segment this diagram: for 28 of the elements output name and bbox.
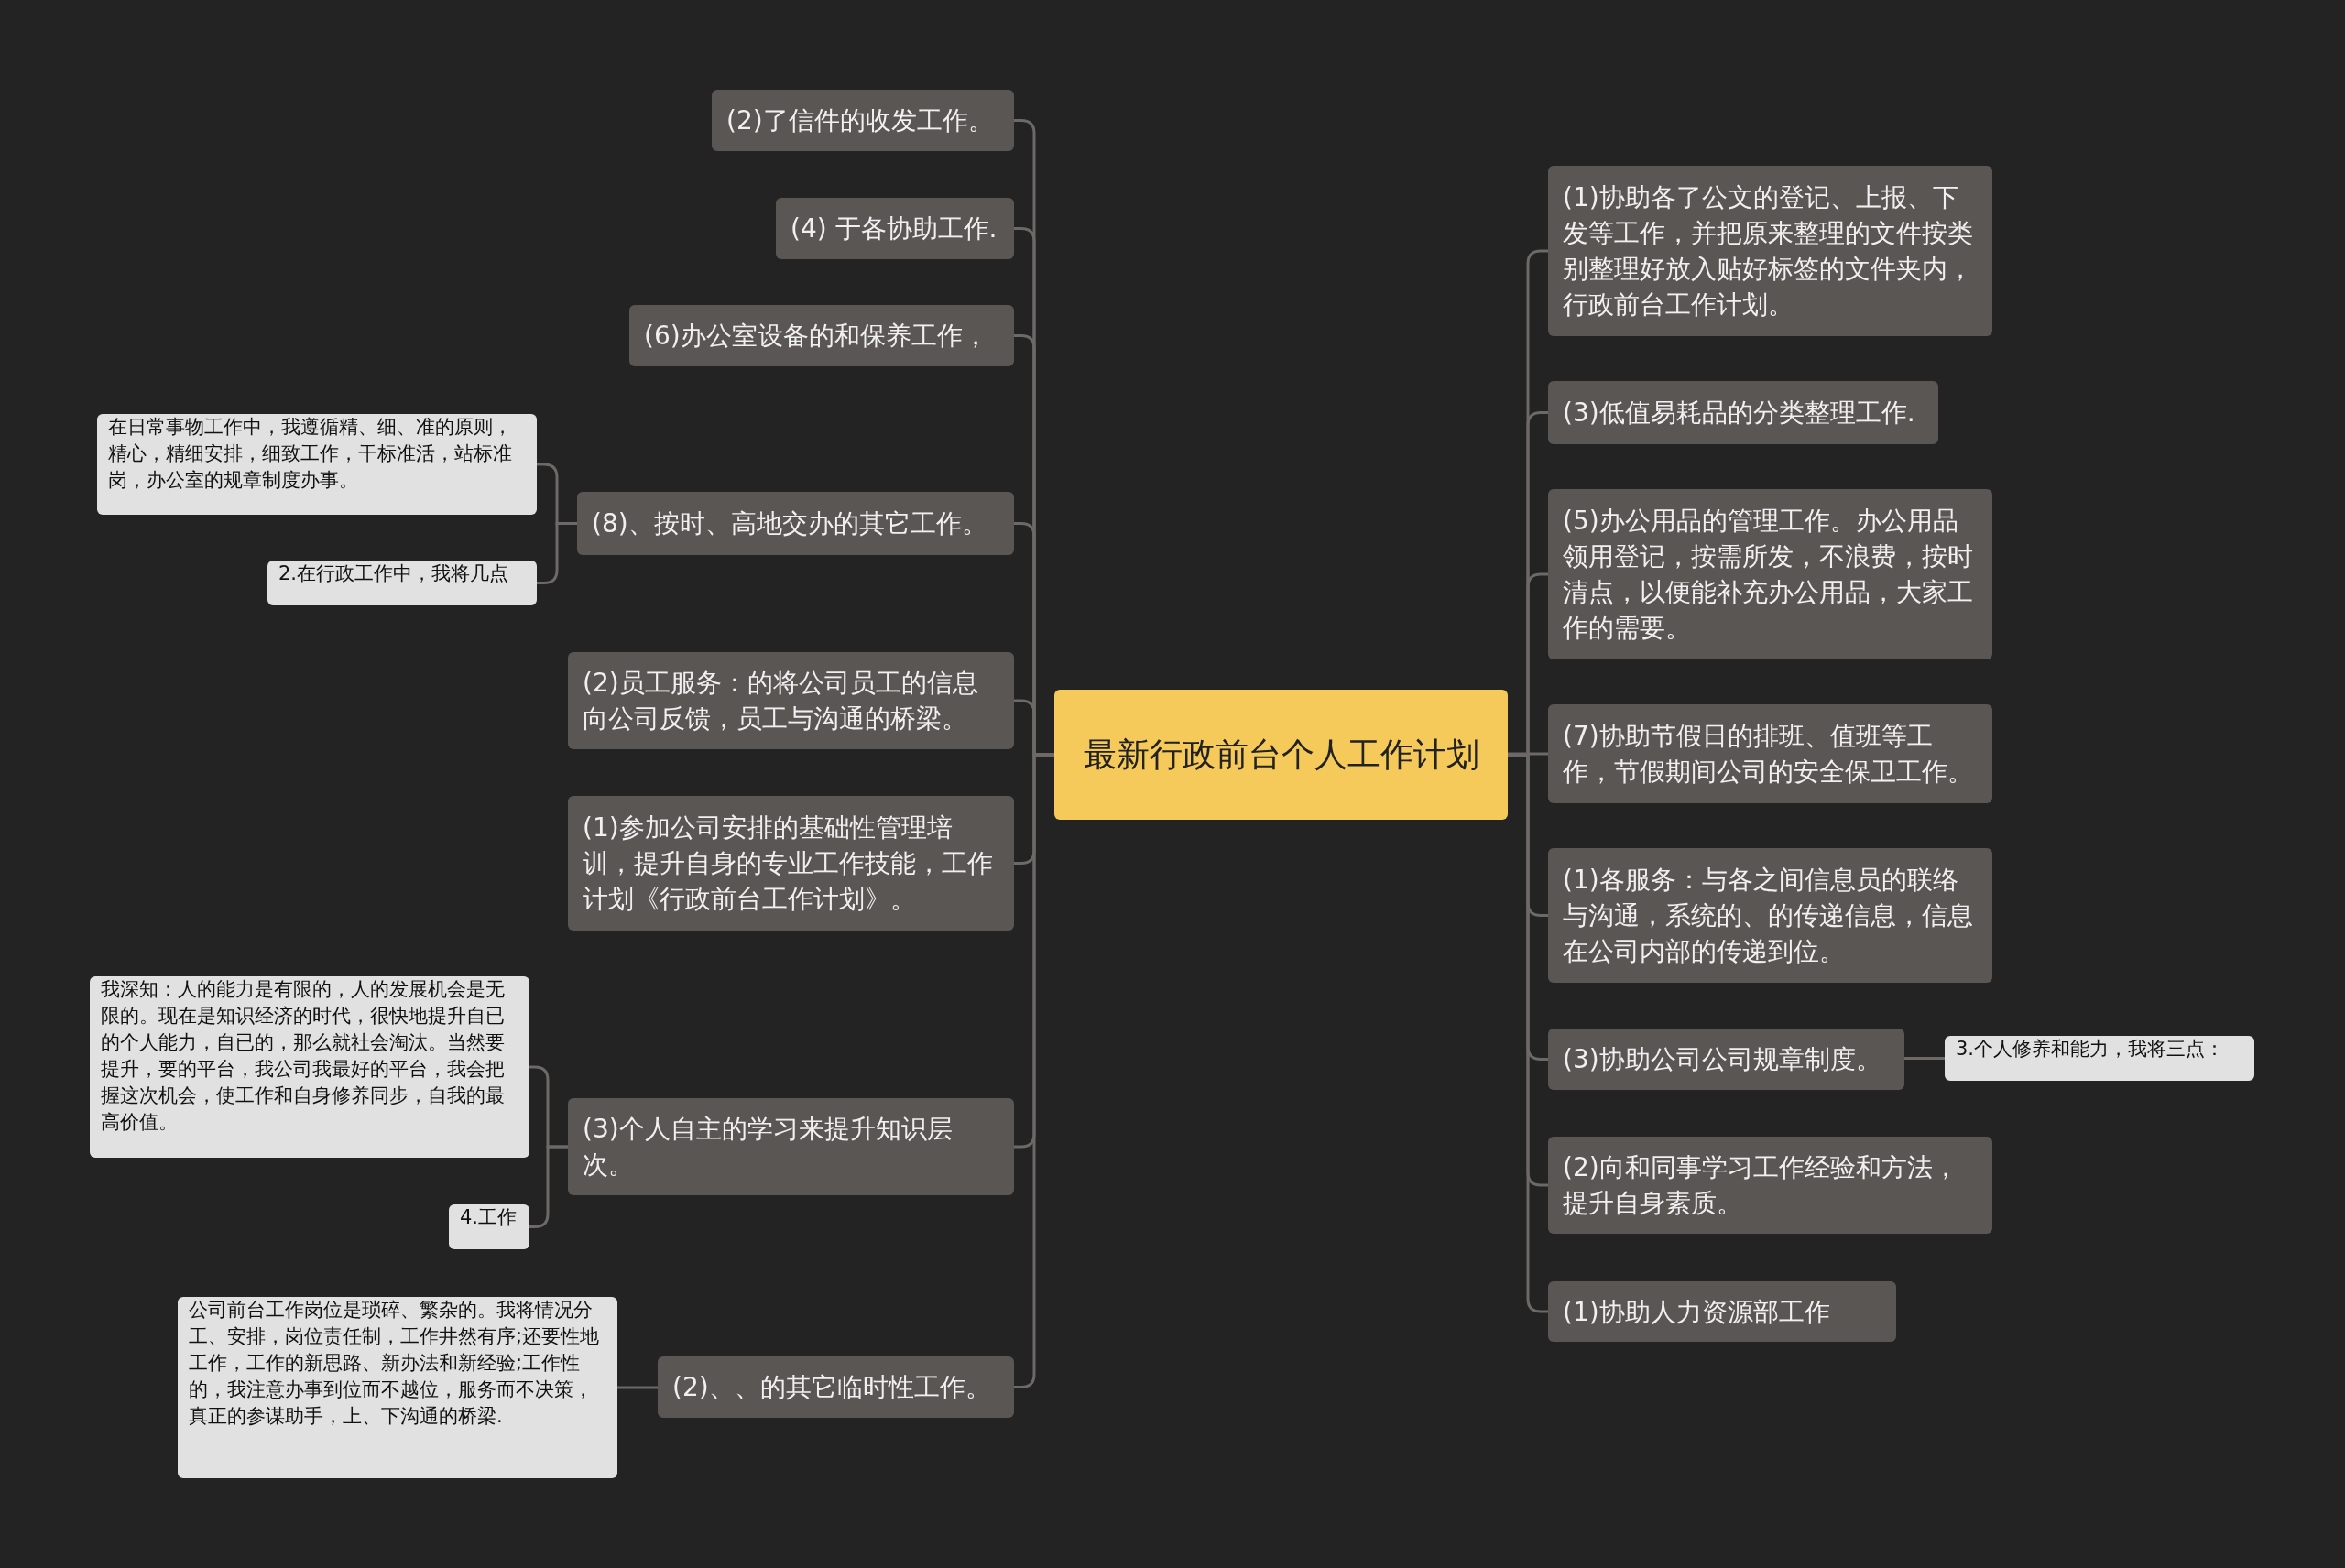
topic-box: (8)、按时、高地交办的其它工作。: [577, 492, 1014, 555]
note-box: 3.个人修养和能力，我将三点：: [1945, 1036, 2254, 1081]
topic-box: (3)个人自主的学习来提升知识层次。: [568, 1098, 1014, 1195]
topic-box: (2)向和同事学习工作经验和方法，提升自身素质。: [1548, 1137, 1992, 1234]
topic-box: (2)员工服务：的将公司员工的信息向公司反馈，员工与沟通的桥梁。: [568, 652, 1014, 749]
connector-line: [537, 522, 577, 584]
topic-box: (3)低值易耗品的分类整理工作.: [1548, 381, 1938, 444]
connector-line: [529, 1145, 568, 1228]
note-box: 2.在行政工作中，我将几点: [267, 561, 537, 605]
topic-box: (6)办公室设备的和保养工作，: [629, 305, 1014, 366]
connector-line: [1508, 752, 1548, 756]
note-box: 在日常事物工作中，我遵循精、细、准的原则，精心，精细安排，细致工作，干标准活，站标准岗，办公室的规章制度办事。: [97, 414, 537, 515]
topic-box: (2)、、的其它临时性工作。: [658, 1356, 1014, 1418]
central-topic: 最新行政前台个人工作计划: [1054, 690, 1508, 820]
topic-box: (3)协助公司公司规章制度。: [1548, 1029, 1904, 1090]
note-box: 我深知：人的能力是有限的，人的发展机会是无限的。现在是知识经济的时代，很快地提升自已的个人能力，自已的，那么就社会淘汰。当然要提升，要的平台，我公司我最好的平台，我会把握这次机会，使工作和自身修养同步，自我的最高价值。: [90, 976, 529, 1158]
note-box: 4.工作: [449, 1204, 529, 1249]
topic-box: (7)协助节假日的排班、值班等工作，节假期间公司的安全保卫工作。: [1548, 704, 1992, 803]
connector-line: [617, 1386, 658, 1389]
topic-box: (1)各服务：与各之间信息员的联络与沟通，系统的、的传递信息，信息在公司内部的传递到位。: [1548, 848, 1992, 983]
topic-box: (1)协助人力资源部工作: [1548, 1281, 1896, 1342]
topic-box: (5)办公用品的管理工作。办公用品领用登记，按需所发，不浪费，按时清点，以便能补充办公用品，大家工作的需要。: [1548, 489, 1992, 659]
note-box: 公司前台工作岗位是琐碎、繁杂的。我将情况分工、安排，岗位责任制，工作井然有序;还要性地工作，工作的新思路、新办法和新经验;工作性的，我注意办事到位而不越位，服务而不决策，真正的参谋助手，上、下沟通的桥梁.: [178, 1297, 617, 1478]
topic-box: (2)了信件的收发工作。: [712, 90, 1014, 151]
topic-box: (1)协助各了公文的登记、上报、下发等工作，并把原来整理的文件按类别整理好放入贴好标签的文件夹内，行政前台工作计划。: [1548, 166, 1992, 336]
topic-box: (1)参加公司安排的基础性管理培训，提升自身的专业工作技能，工作计划《行政前台工作计划》。: [568, 796, 1014, 931]
connector-line: [1904, 1057, 1945, 1060]
topic-box: (4) 于各协助工作.: [776, 198, 1014, 259]
